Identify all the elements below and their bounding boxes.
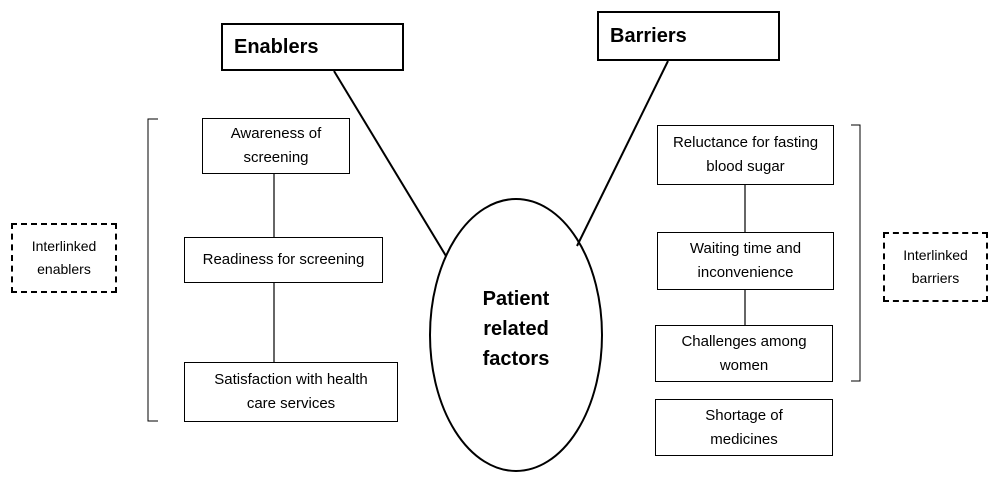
enablers-title: Enablers [221,23,404,71]
barrier-women-box: Challenges among women [655,325,833,382]
interlinked-enablers-label: Interlinked enablers [11,223,117,293]
central-label: Patient related factors [482,288,550,370]
barriers-connector-line [576,60,669,247]
barriers-title: Barriers [597,11,780,61]
enablers-connector-line [333,70,447,257]
enabler-satisfaction-box: Satisfaction with health care services [184,362,398,422]
central-ellipse [429,198,603,472]
interlinked-barriers-label: Interlinked barriers [883,232,988,302]
barrier-medicines-box: Shortage of medicines [655,399,833,456]
barrier-waiting-box: Waiting time and inconvenience [657,232,834,290]
barrier-fasting-box: Reluctance for fasting blood sugar [657,125,834,185]
enabler-readiness-box: Readiness for screening [184,237,383,283]
enabler-awareness-box: Awareness of screening [202,118,350,174]
enablers-bracket [147,118,158,422]
barriers-bracket [851,124,861,382]
